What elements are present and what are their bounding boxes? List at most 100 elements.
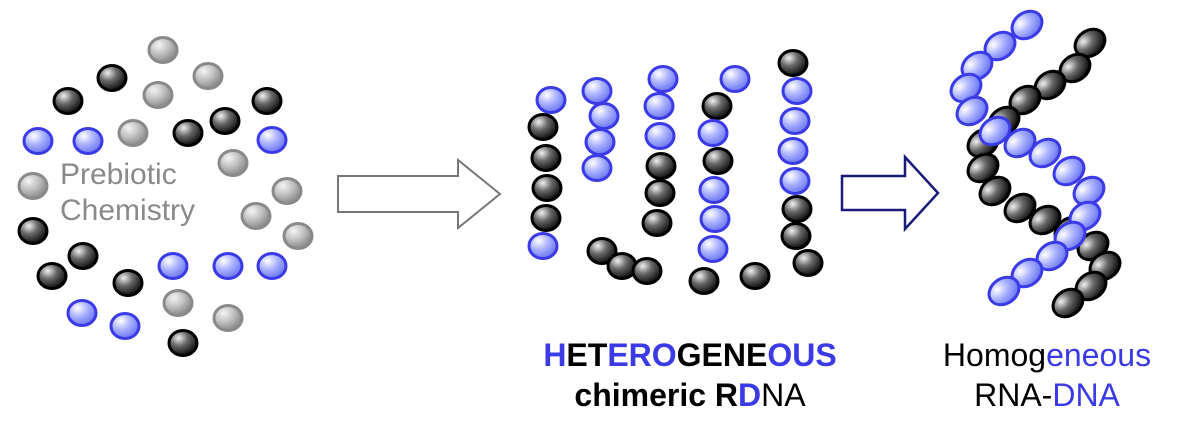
bead xyxy=(172,119,204,147)
bead xyxy=(212,304,244,332)
bead xyxy=(698,176,730,204)
bead xyxy=(606,252,638,280)
bead xyxy=(240,202,272,230)
bead xyxy=(17,172,49,200)
bead xyxy=(1073,27,1107,59)
bead xyxy=(256,126,288,154)
bead xyxy=(1028,204,1062,236)
bead xyxy=(1028,137,1062,169)
heterogeneous-title: HETEROGENEOUS xyxy=(505,335,875,375)
bead xyxy=(781,77,813,105)
bead xyxy=(142,81,174,109)
bead xyxy=(112,269,144,297)
bead xyxy=(527,113,559,141)
bead xyxy=(647,65,679,93)
bead xyxy=(780,222,812,250)
bead xyxy=(701,92,733,120)
bead xyxy=(586,237,618,265)
bead xyxy=(1052,155,1086,187)
bead xyxy=(17,217,49,245)
bead xyxy=(739,262,771,290)
hetero-part: H xyxy=(543,337,567,373)
bead xyxy=(22,127,54,155)
bead xyxy=(67,242,99,270)
bead xyxy=(777,137,809,165)
bead xyxy=(987,275,1021,307)
bead xyxy=(117,119,149,147)
bead xyxy=(1072,175,1106,207)
chemistry-line: Chemistry xyxy=(60,194,196,227)
bead xyxy=(52,87,84,115)
bead xyxy=(781,195,813,223)
hetero-part: OUS xyxy=(767,337,837,373)
bead xyxy=(978,175,1012,207)
bead xyxy=(535,86,567,114)
bead xyxy=(584,128,616,156)
prebiotic-line: Prebiotic xyxy=(60,158,177,191)
rna-dna-part: DNA xyxy=(1052,377,1120,413)
bead xyxy=(96,64,128,92)
bead xyxy=(588,102,620,130)
homo-part: Homog xyxy=(942,337,1047,373)
rna-dna-line: RNA-DNA xyxy=(922,375,1172,415)
bead xyxy=(779,167,811,195)
bead xyxy=(978,115,1012,147)
bead xyxy=(209,107,241,135)
homo-part: eneous xyxy=(1046,337,1152,373)
bead xyxy=(702,147,734,175)
prebiotic-chemistry-label: Prebiotic Chemistry xyxy=(60,157,195,229)
bead xyxy=(697,235,729,263)
bead xyxy=(162,289,194,317)
bead xyxy=(581,154,613,182)
bead xyxy=(631,257,663,285)
bead xyxy=(1010,9,1044,41)
bead xyxy=(719,65,751,93)
bead xyxy=(212,252,244,280)
bead xyxy=(777,49,809,77)
bead xyxy=(641,209,673,237)
bead xyxy=(530,204,562,232)
bead xyxy=(217,149,249,177)
hetero-part: ERO xyxy=(607,337,677,373)
bead xyxy=(109,312,141,340)
bead xyxy=(256,252,288,280)
bead xyxy=(645,152,677,180)
bead xyxy=(779,107,811,135)
chimeric-part: NA xyxy=(761,377,806,413)
bead xyxy=(251,87,283,115)
bead xyxy=(1003,192,1037,224)
gray-arrow-icon xyxy=(337,157,502,231)
bead xyxy=(1051,287,1085,319)
bead xyxy=(530,144,562,172)
bead xyxy=(688,267,720,295)
hetero-part: GENE xyxy=(676,337,768,373)
prebiotic-soup-beads xyxy=(17,36,314,357)
bead xyxy=(72,127,104,155)
heterogeneous-strands xyxy=(527,49,824,295)
bead xyxy=(282,222,314,250)
homogeneous-label: Homogeneous RNA-DNA xyxy=(922,335,1172,415)
blue-arrow-icon xyxy=(840,153,940,233)
bead xyxy=(643,92,675,120)
chimeric-part: D xyxy=(738,377,762,413)
chimeric-part: chimeric R xyxy=(574,377,739,413)
bead xyxy=(147,36,179,64)
rna-dna-part: RNA- xyxy=(974,377,1053,413)
bead xyxy=(644,179,676,207)
bead xyxy=(1003,127,1037,159)
bead xyxy=(157,252,189,280)
bead xyxy=(531,174,563,202)
hetero-part: ET xyxy=(566,337,608,373)
homogeneous-duplex xyxy=(949,9,1122,319)
bead xyxy=(581,77,613,105)
chimeric-rdna-line: chimeric RDNA xyxy=(505,375,875,415)
homogeneous-title: Homogeneous xyxy=(922,335,1172,375)
bead xyxy=(699,205,731,233)
bead xyxy=(271,177,303,205)
heterogeneous-label: HETEROGENEOUS chimeric RDNA xyxy=(505,335,875,415)
bead xyxy=(955,95,989,127)
bead xyxy=(192,62,224,90)
bead xyxy=(527,232,559,260)
bead xyxy=(36,262,68,290)
